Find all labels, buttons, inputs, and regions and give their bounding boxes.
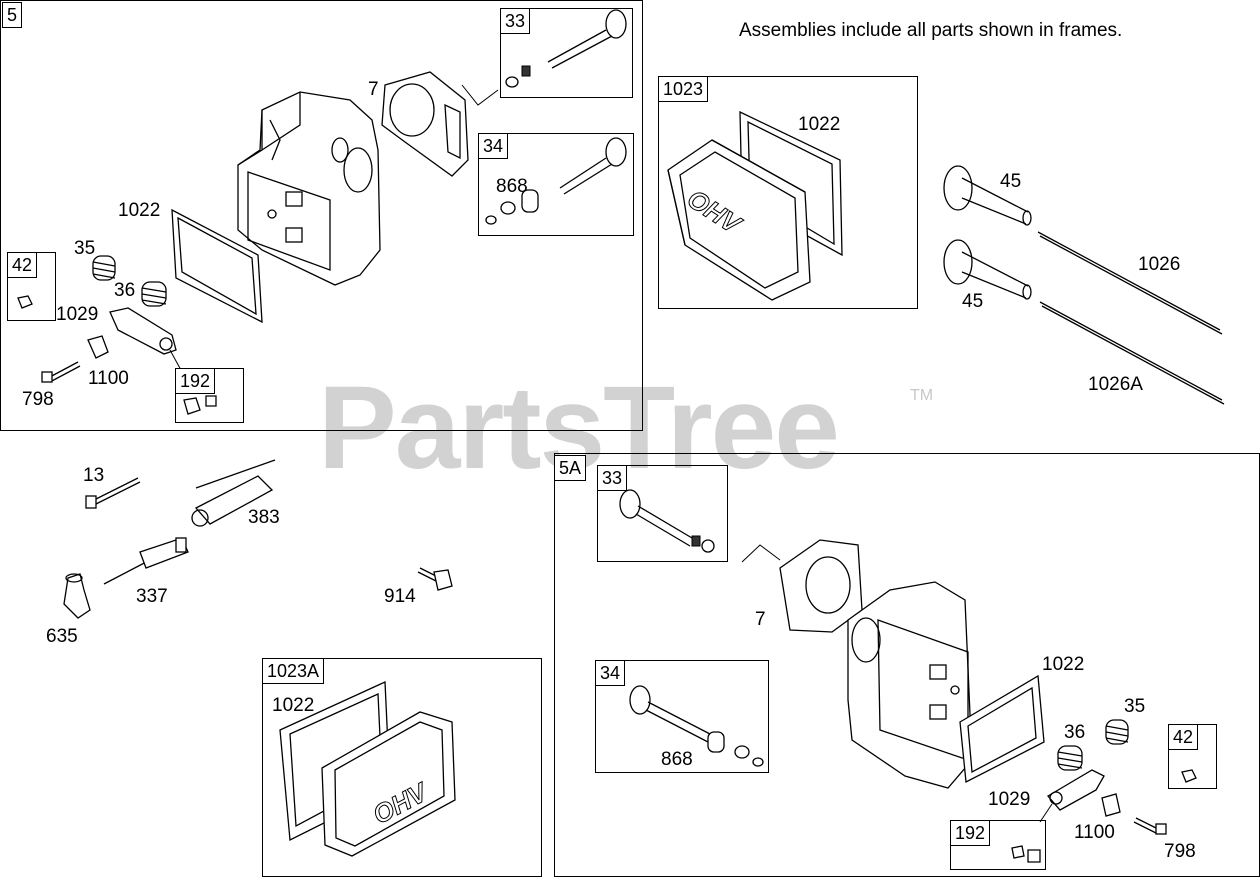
callout-1022: 1022 [272, 695, 315, 716]
frame-assembly-33b [597, 465, 728, 562]
frame-assembly-5 [0, 0, 643, 431]
bolt-part [1133, 817, 1167, 835]
frame-tag-192b: 192 [950, 820, 991, 846]
cylinder-head-part [237, 91, 381, 286]
callout-337: 337 [136, 586, 168, 607]
frame-tag-33: 33 [500, 8, 531, 34]
spark-plug-boot-part [63, 573, 91, 619]
assembly-note: Assemblies include all parts shown in fr… [739, 20, 1123, 41]
callout-1029: 1029 [988, 789, 1031, 810]
callout-36: 36 [1064, 722, 1086, 743]
valve-spring-part [92, 255, 167, 307]
callout-798: 798 [22, 389, 54, 410]
frame-assembly-34b [595, 660, 769, 773]
callout-13: 13 [83, 465, 105, 486]
callout-798: 798 [1164, 841, 1196, 862]
callout-45: 45 [962, 291, 984, 312]
spark-plug-part [103, 537, 189, 585]
frame-tag-192: 192 [175, 368, 216, 394]
head-gasket-part [381, 71, 469, 177]
frame-tag-34: 34 [478, 133, 509, 159]
frame-tag-5A: 5A [554, 455, 587, 481]
callout-7: 7 [755, 609, 766, 630]
valve-cover-part [321, 711, 456, 857]
frame-tag-5: 5 [2, 2, 23, 28]
rocker-arm-part [109, 307, 177, 355]
push-rod-guide-part [87, 335, 109, 359]
callout-1026: 1026 [1138, 254, 1181, 275]
callout-35: 35 [74, 238, 96, 259]
intake-valve-part [505, 9, 627, 88]
frame-tag-42: 42 [7, 252, 38, 278]
trademark: TM [910, 387, 934, 404]
push-rod-guide-part [1101, 793, 1121, 817]
callout-1022: 1022 [798, 114, 841, 135]
frame-tag-33b: 33 [597, 465, 628, 491]
valve-cover-gasket-part [171, 208, 263, 324]
breather-tube-part [191, 459, 276, 527]
callout-36: 36 [114, 280, 136, 301]
callout-1029: 1029 [56, 304, 99, 325]
cylinder-head-part [847, 581, 973, 789]
exhaust-valve-part [629, 685, 764, 767]
callout-868: 868 [661, 749, 693, 770]
callout-1022: 1022 [1042, 654, 1085, 675]
exhaust-valve-part [485, 137, 627, 225]
frame-tag-34b: 34 [595, 660, 626, 686]
push-rod-tube-part [943, 165, 1032, 300]
frame-assembly-1023 [658, 76, 918, 309]
push-rod-part [1037, 231, 1223, 335]
callout-635: 635 [46, 626, 78, 647]
frame-tag-1023A: 1023A [262, 658, 325, 684]
frame-assembly-33 [500, 8, 633, 98]
callout-7: 7 [368, 79, 379, 100]
callout-35: 35 [1124, 696, 1146, 717]
push-rod-part [1039, 301, 1225, 405]
callout-914: 914 [384, 586, 416, 607]
callout-383: 383 [248, 507, 280, 528]
frame-assembly-1023A [262, 658, 542, 877]
callout-45: 45 [1000, 171, 1022, 192]
intake-valve-part [619, 489, 715, 553]
callout-1026A: 1026A [1088, 374, 1143, 395]
valve-cover-gasket-part [959, 674, 1045, 784]
frame-assembly-34 [478, 133, 634, 236]
callout-1100: 1100 [88, 368, 129, 389]
frame-tag-42b: 42 [1168, 724, 1199, 750]
valve-spring-part [1057, 719, 1129, 771]
bolt-part [41, 361, 81, 383]
callout-1100: 1100 [1074, 822, 1115, 843]
frame-tag-1023: 1023 [658, 76, 709, 102]
screw-part [85, 477, 141, 509]
bolt-part [417, 567, 453, 591]
valve-cover-part [667, 139, 811, 301]
callout-1022: 1022 [118, 200, 161, 221]
callout-868: 868 [496, 176, 528, 197]
